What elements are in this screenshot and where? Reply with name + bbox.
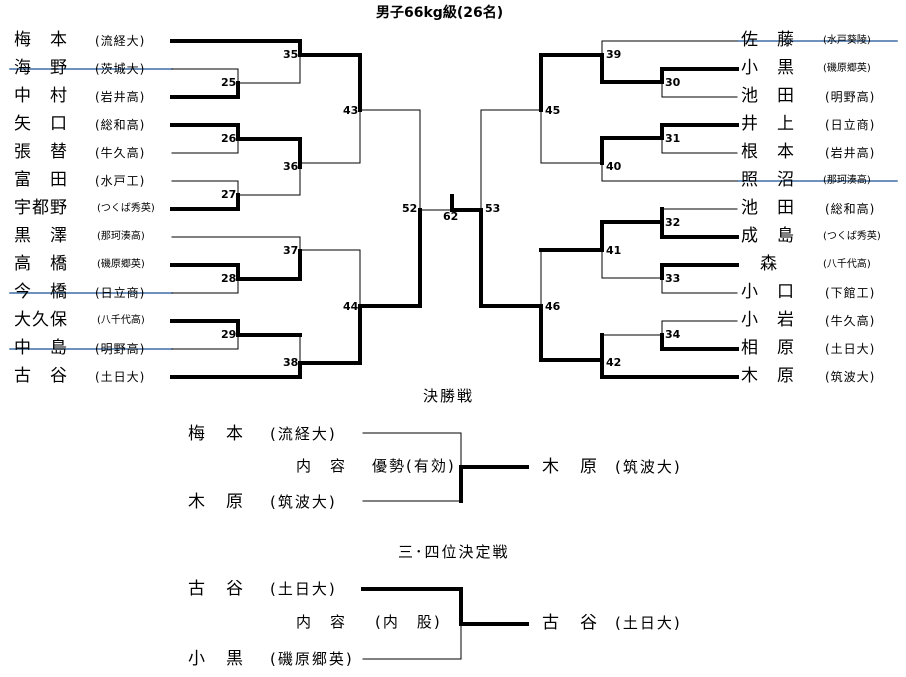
third-top-name: 古 谷 bbox=[188, 579, 245, 599]
third-winner-name: 古 谷 bbox=[542, 613, 599, 633]
match-number: 32 bbox=[665, 216, 681, 229]
match-number: 33 bbox=[665, 272, 681, 285]
right-competitor-school: (磯原郷英) bbox=[823, 63, 871, 74]
right-competitor-school: (土日大) bbox=[825, 342, 876, 356]
right-competitor-name: 小 岩 bbox=[741, 310, 795, 330]
right-competitor-name: 成 島 bbox=[741, 226, 795, 246]
left-competitor-school: (牛久高) bbox=[95, 146, 146, 160]
left-competitor-school: (つくば秀英) bbox=[97, 203, 155, 214]
left-competitor-school: (水戸工) bbox=[95, 174, 146, 188]
left-competitor-school: (茨城大) bbox=[95, 62, 146, 76]
left-competitor-school: (流経大) bbox=[95, 34, 146, 48]
left-competitor-name: 古 谷 bbox=[14, 366, 68, 386]
match-number: 35 bbox=[283, 48, 299, 61]
left-competitor-name: 梅 本 bbox=[14, 30, 68, 50]
left-competitor-name: 中 村 bbox=[14, 86, 68, 106]
match-number: 44 bbox=[343, 300, 359, 313]
right-competitor-school: (八千代高) bbox=[823, 259, 871, 270]
third-winner-school: (土日大) bbox=[615, 614, 682, 632]
left-competitor-name: 黒 澤 bbox=[14, 226, 68, 246]
right-competitor-name: 池 田 bbox=[741, 86, 795, 106]
match-number: 31 bbox=[665, 132, 681, 145]
left-competitor-school: (明野高) bbox=[95, 342, 146, 356]
right-competitor-name: 小 黒 bbox=[741, 58, 795, 78]
right-competitor-school: (牛久高) bbox=[825, 314, 876, 328]
final-content-label: 内 容 bbox=[296, 457, 348, 475]
match-number: 25 bbox=[221, 76, 237, 89]
right-competitor-name: 佐 藤 bbox=[741, 30, 795, 50]
final-heading: 決勝戦 bbox=[423, 387, 475, 405]
left-competitor-name: 富 田 bbox=[14, 170, 68, 190]
right-competitor-name: 根 本 bbox=[741, 142, 795, 162]
left-competitor-school: (八千代高) bbox=[97, 315, 145, 326]
right-competitor-name: 池 田 bbox=[741, 198, 795, 218]
left-competitor-name: 宇都野 bbox=[14, 198, 68, 218]
right-competitor-name: 森 bbox=[760, 254, 778, 274]
match-number: 37 bbox=[283, 244, 299, 257]
match-number: 40 bbox=[606, 160, 622, 173]
third-bottom-school: (磯原郷英) bbox=[270, 650, 354, 668]
left-competitor-name: 中 島 bbox=[14, 338, 68, 358]
match-number: 34 bbox=[665, 328, 681, 341]
left-competitor-school: (総和高) bbox=[95, 118, 146, 132]
match-number: 46 bbox=[545, 300, 561, 313]
right-competitor-school: (日立商) bbox=[825, 118, 876, 132]
match-number: 43 bbox=[343, 104, 359, 117]
right-competitor-school: (筑波大) bbox=[825, 370, 876, 384]
left-competitor-school: (岩井高) bbox=[95, 90, 146, 104]
right-competitor-name: 井 上 bbox=[741, 114, 795, 134]
right-competitor-school: (つくば秀英) bbox=[823, 231, 881, 242]
right-competitor-school: (水戸葵陵) bbox=[823, 35, 871, 46]
third-content-value: (内 股) bbox=[375, 613, 442, 631]
final-top-name: 梅 本 bbox=[188, 424, 245, 444]
right-competitor-school: (総和高) bbox=[825, 202, 876, 216]
left-competitor-name: 今 橋 bbox=[14, 282, 68, 302]
match-number: 36 bbox=[283, 160, 299, 173]
match-number: 28 bbox=[221, 272, 237, 285]
left-competitor-name: 大久保 bbox=[14, 310, 68, 330]
final-top-school: (流経大) bbox=[270, 425, 337, 443]
third-bottom-name: 小 黒 bbox=[188, 649, 245, 669]
left-competitor-school: (磯原郷英) bbox=[97, 259, 145, 270]
left-competitor-name: 矢 口 bbox=[14, 114, 68, 134]
final-winner-name: 木 原 bbox=[542, 457, 599, 477]
match-number: 27 bbox=[221, 188, 237, 201]
match-number: 53 bbox=[485, 202, 501, 215]
right-competitor-school: (那珂湊高) bbox=[823, 175, 871, 186]
third-content-label: 内 容 bbox=[296, 613, 348, 631]
final-winner-school: (筑波大) bbox=[615, 458, 682, 476]
match-number: 30 bbox=[665, 76, 681, 89]
final-bottom-school: (筑波大) bbox=[270, 493, 337, 511]
right-competitor-name: 照 沼 bbox=[741, 170, 795, 190]
left-competitor-school: (那珂湊高) bbox=[97, 231, 145, 242]
left-competitor-school: (土日大) bbox=[95, 370, 146, 384]
match-number: 42 bbox=[606, 356, 622, 369]
right-competitor-name: 小 口 bbox=[741, 282, 795, 302]
bracket-title: 男子66kg級(26名) bbox=[376, 5, 504, 21]
match-number: 62 bbox=[443, 210, 459, 223]
final-content-value: 優勢(有効) bbox=[372, 457, 456, 475]
left-competitor-name: 高 橋 bbox=[14, 254, 68, 274]
right-competitor-school: (岩井高) bbox=[825, 146, 876, 160]
right-competitor-school: (下館工) bbox=[825, 286, 876, 300]
match-number: 29 bbox=[221, 328, 237, 341]
right-competitor-name: 相 原 bbox=[741, 338, 795, 358]
third-heading: 三･四位決定戦 bbox=[398, 543, 510, 561]
left-competitor-name: 張 替 bbox=[14, 142, 68, 162]
third-top-school: (土日大) bbox=[270, 580, 337, 598]
final-bottom-name: 木 原 bbox=[188, 492, 245, 512]
left-competitor-school: (日立商) bbox=[95, 286, 146, 300]
match-number: 52 bbox=[402, 202, 418, 215]
match-number: 39 bbox=[606, 48, 622, 61]
match-number: 45 bbox=[545, 104, 561, 117]
match-number: 26 bbox=[221, 132, 237, 145]
match-number: 41 bbox=[606, 244, 622, 257]
left-competitor-name: 海 野 bbox=[14, 58, 68, 78]
match-number: 38 bbox=[283, 356, 299, 369]
right-competitor-name: 木 原 bbox=[741, 366, 795, 386]
right-competitor-school: (明野高) bbox=[825, 90, 876, 104]
